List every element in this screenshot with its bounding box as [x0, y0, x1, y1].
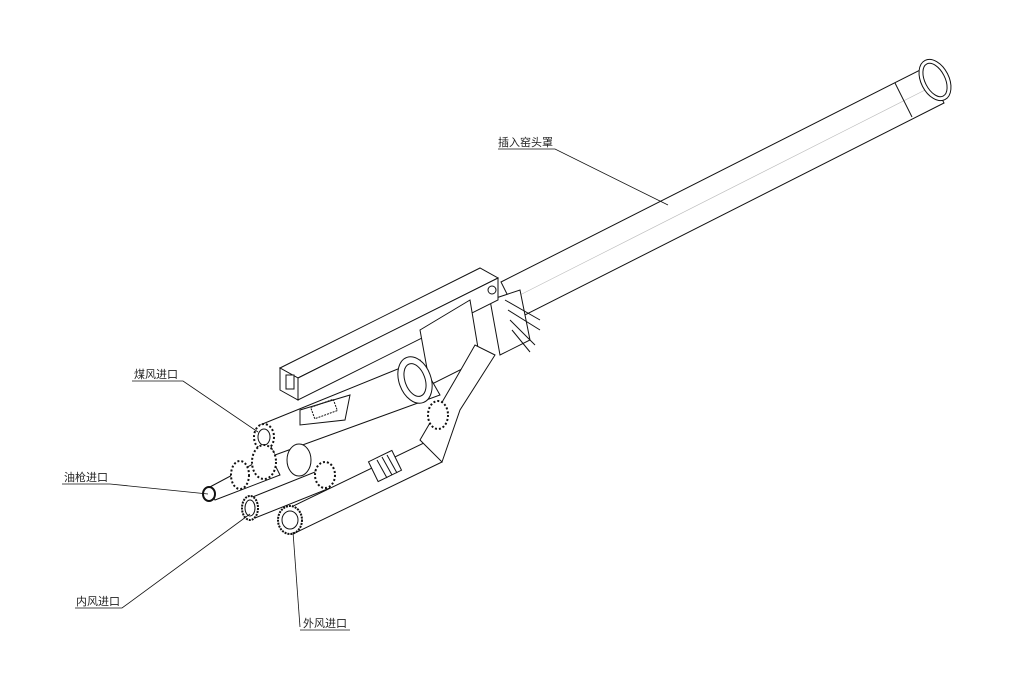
support-beam [278, 267, 500, 401]
leader-lines [62, 148, 669, 631]
label-outer-air-inlet: 外风进口 [303, 617, 347, 630]
label-oil-gun-inlet: 油枪进口 [64, 471, 108, 484]
label-kiln-hood: 插入窑头罩 [498, 136, 553, 149]
hood-flange [489, 289, 541, 356]
label-inner-air-inlet: 内风进口 [76, 595, 120, 608]
label-coal-air-inlet: 煤风进口 [134, 368, 178, 381]
outer-air-pipe [277, 344, 496, 535]
main-pipe [500, 58, 952, 319]
coal-air-pipe [253, 356, 441, 456]
oil-gun-pipe [202, 443, 312, 502]
